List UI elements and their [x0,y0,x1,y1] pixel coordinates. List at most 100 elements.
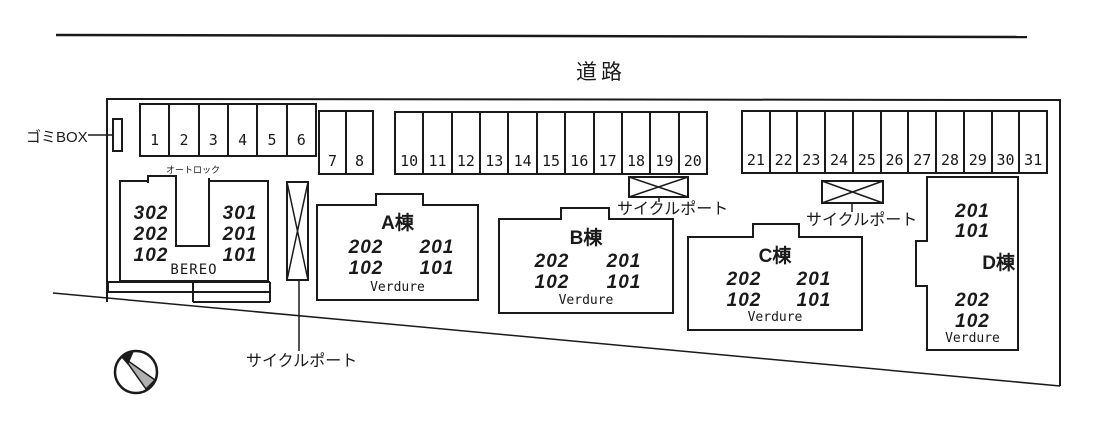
building-d-lower-rooms: 202 102 [928,290,1017,332]
parking-stall-21: 21 [743,112,771,172]
building-a: A棟 202 102 201 101 Verdure [316,204,479,301]
room-102: 102 [726,290,762,311]
building-d-upper-rooms: 201 101 [928,202,1017,242]
diagonal-boundary-line [52,292,1061,387]
parking-stall-3: 3 [200,105,229,155]
room-302: 302 [133,203,169,224]
bereo-left-rooms: 302 202 102 [126,203,176,266]
building-b-left-rooms: 202 102 [522,251,582,293]
building-c-title: C棟 [758,246,792,267]
room-102: 102 [955,311,990,332]
parking-stall-11: 11 [424,113,453,173]
room-202: 202 [726,269,762,290]
parking-stall-8: 8 [354,152,365,170]
parking-stall-6: 6 [296,131,306,149]
parking-stall-17: 17 [595,113,623,173]
building-a-left-rooms: 202 102 [336,237,396,279]
parking-group-7-8: 7 8 [318,110,374,175]
trash-box [112,118,123,152]
building-a-right-rooms: 201 101 [407,237,467,279]
parking-stall-18: 18 [623,113,652,173]
parking-stall-23: 23 [798,112,827,172]
room-101: 101 [419,258,455,279]
building-b-title: B棟 [569,228,603,249]
parking-stall-31: 31 [1024,151,1043,169]
parking-stall-24: 24 [826,112,854,172]
bereo-porch-steps [107,281,271,303]
bereo-entrance-recess [175,178,210,247]
building-d-brand: Verdure [945,331,1000,346]
parking-group-1-6: 1 2 3 4 5 6 [139,103,317,157]
room-101: 101 [606,272,642,293]
parking-stall-26: 26 [882,112,910,172]
cycle-port-label-3: サイクルポート [806,212,918,229]
parking-stall-19: 19 [651,113,680,173]
cycle-port-box-2 [628,176,689,202]
building-d-title: D棟 [982,253,1015,274]
parking-stall-25: 25 [854,112,882,172]
bereo-name: BEREO [170,262,218,278]
room-202: 202 [133,224,169,245]
room-201: 201 [796,269,832,290]
road-line [55,33,1028,39]
building-a-entrance [375,193,424,206]
compass-north-arrow-icon [113,349,159,395]
building-c-left-rooms: 202 102 [714,269,774,311]
parking-stall-20: 20 [683,152,702,170]
building-b-right-rooms: 201 101 [594,251,654,293]
room-202: 202 [955,290,990,311]
building-d: 201 101 D棟 202 102 Verdure [926,176,1019,351]
building-b-entrance [560,207,610,220]
parking-stall-13: 13 [481,113,510,173]
room-101: 101 [796,290,832,311]
parking-stall-10: 10 [396,113,425,173]
building-b: B棟 202 102 201 101 Verdure [498,218,674,314]
parking-group-21-31: 21 22 23 24 25 26 27 28 29 30 31 [741,110,1048,174]
building-c-brand: Verdure [747,310,803,325]
building-c-entrance [752,223,800,238]
cycle-port-box-3 [821,180,884,212]
room-202: 202 [534,251,570,272]
cycle-port-box-1 [286,181,309,351]
road-label: 道路 [576,61,626,84]
site-boundary [106,97,1061,386]
room-202: 202 [348,237,384,258]
cycle-port-label-1: サイクルポート [246,353,358,370]
room-102: 102 [534,272,570,293]
room-102: 102 [133,245,169,266]
building-c: C棟 202 102 201 101 Verdure [687,236,863,331]
room-201: 201 [955,201,990,222]
parking-stall-29: 29 [965,112,993,172]
parking-group-10-20: 10 11 12 13 14 15 16 17 18 19 20 [394,111,708,175]
room-201: 201 [419,237,455,258]
auto-lock-label: オートロック [165,165,220,175]
trash-box-label: ゴミBOX [26,129,88,146]
parking-stall-27: 27 [909,112,938,172]
room-301: 301 [222,203,258,224]
building-a-brand: Verdure [370,280,425,295]
parking-stall-14: 14 [509,113,538,173]
parking-stall-28: 28 [937,112,965,172]
building-a-title: A棟 [381,213,414,234]
room-101: 101 [955,221,990,242]
parking-stall-12: 12 [453,113,482,173]
parking-stall-4: 4 [229,105,259,155]
parking-stall-30: 30 [993,112,1021,172]
room-201: 201 [222,224,258,245]
cycle-port-label-2: サイクルポート [617,201,729,218]
parking-stall-5: 5 [258,105,288,155]
parking-stall-15: 15 [538,113,567,173]
building-d-entrance [915,240,928,287]
parking-stall-16: 16 [566,113,595,173]
parking-stall-1: 1 [141,105,171,155]
building-c-right-rooms: 201 101 [784,269,844,311]
bereo-roof-step [147,175,177,183]
room-201: 201 [606,251,642,272]
parking-stall-7: 7 [320,112,347,173]
parking-stall-2: 2 [170,105,200,155]
bereo-right-rooms: 301 201 101 [215,203,265,266]
parking-stall-22: 22 [771,112,799,172]
room-102: 102 [348,258,384,279]
